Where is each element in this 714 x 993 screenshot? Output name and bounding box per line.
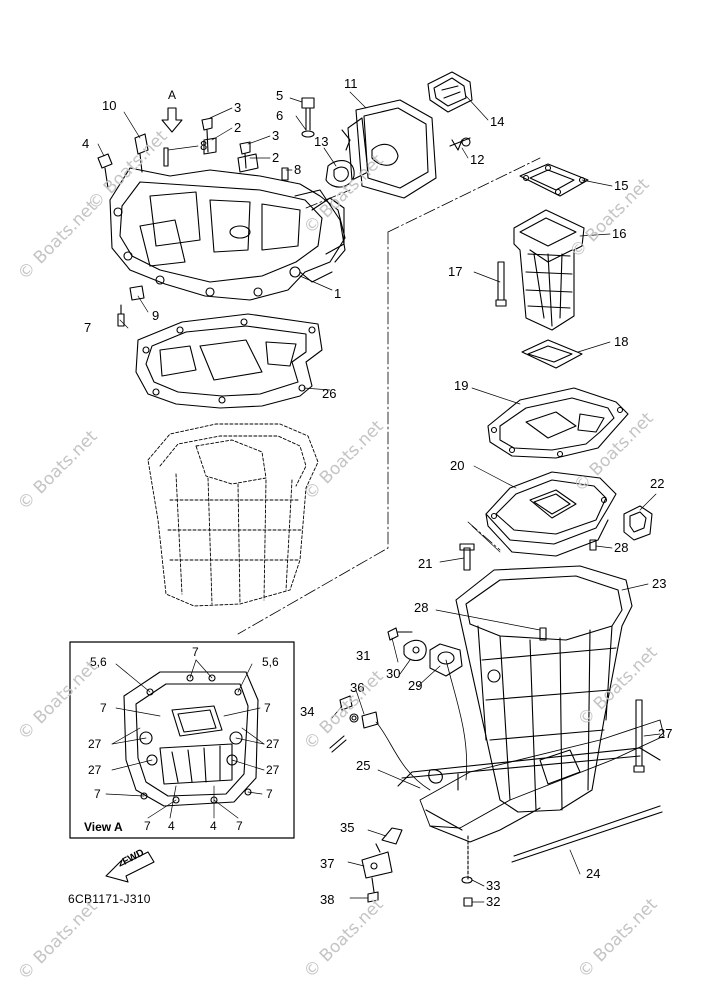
diagram-part-code: 6CB1171-J310 (68, 892, 151, 906)
view-a-callout-4-b: 4 (210, 819, 217, 833)
callout-15-gasket: 15 (614, 178, 628, 193)
callout-leaders (97, 91, 661, 903)
view-a-callout-27-b: 27 (266, 737, 280, 751)
small-parts-lower (329, 627, 473, 907)
callout-12: 12 (470, 152, 484, 167)
view-a-callout-4-a: 4 (168, 819, 175, 833)
bolt-21 (463, 547, 471, 571)
callout-8a: 8 (200, 138, 207, 153)
callout-7: 7 (84, 320, 91, 335)
callout-37: 37 (320, 856, 334, 871)
lower-casing-23 (419, 565, 665, 843)
callout-29: 29 (408, 678, 422, 693)
exhaust-cap-part (427, 71, 473, 113)
view-a-frame (69, 641, 295, 839)
pin-28 (589, 539, 597, 551)
view-a-callout-27-c: 27 (88, 763, 102, 777)
upper-casing-outline (147, 423, 319, 607)
gasket-13 (325, 160, 355, 188)
view-a-callout-7-mid-left: 7 (100, 701, 107, 715)
callout-36: 36 (350, 680, 364, 695)
view-a-callout-27-d: 27 (266, 763, 280, 777)
callout-18: 18 (614, 334, 628, 349)
callout-31: 31 (356, 648, 370, 663)
gasket-19 (487, 387, 629, 459)
callout-25: 25 (356, 758, 370, 773)
view-a-callout-56-right: 5,6 (262, 655, 279, 669)
callout-24: 24 (586, 866, 600, 881)
callout-28a: 28 (414, 600, 428, 615)
callout-3a: 3 (234, 100, 241, 115)
bolt-17 (497, 261, 505, 301)
callout-20: 20 (450, 458, 464, 473)
gasket-26 (135, 313, 323, 409)
callout-15: 16 (612, 226, 626, 241)
view-a-callout-7-b1: 7 (144, 819, 151, 833)
callout-30: 30 (386, 666, 400, 681)
strip-25 (401, 755, 641, 779)
view-a-callout-27-a: 27 (88, 737, 102, 751)
view-a-callout-56-left: 5,6 (90, 655, 107, 669)
view-a-title: View A (84, 820, 123, 834)
view-a-callout-7-bottom-left: 7 (94, 787, 101, 801)
callout-19: 19 (454, 378, 468, 393)
view-a-callout-7-b2: 7 (236, 819, 243, 833)
callout-38: 38 (320, 892, 334, 907)
callout-35: 35 (340, 820, 354, 835)
view-a-arrow (161, 107, 183, 133)
callout-22: 22 (650, 476, 664, 491)
assembly-guide-lines (237, 157, 541, 635)
callout-33: 33 (486, 878, 500, 893)
seal-strip-24 (513, 805, 661, 857)
callout-34: 34 (300, 704, 314, 719)
callout-6: 6 (276, 108, 283, 123)
callout-labels: 1 2 2 3 3 4 5 6 7 8 8 9 10 11 12 13 14 1… (82, 76, 672, 909)
exhaust-plate-part (109, 167, 346, 301)
callout-23: 23 (652, 576, 666, 591)
callout-5: 5 (276, 88, 283, 103)
callout-2a: 2 (234, 120, 241, 135)
callout-26: 26 (322, 386, 336, 401)
view-a-drawing (123, 671, 259, 807)
callout-3b: 3 (272, 128, 279, 143)
callout-27: 27 (658, 726, 672, 741)
gasket-16 (519, 163, 589, 197)
callout-8b: 8 (294, 162, 301, 177)
callout-10: 10 (102, 98, 116, 113)
callout-17: 17 (448, 264, 462, 279)
callout-14: 14 (490, 114, 504, 129)
view-a-marker: A (168, 88, 177, 102)
fastener-set-upper (97, 97, 315, 327)
grommet-22 (623, 505, 653, 541)
bolt-12 (449, 137, 471, 151)
view-a-leaders (105, 659, 265, 819)
callout-28b: 28 (614, 540, 628, 555)
callout-32: 32 (486, 894, 500, 909)
callout-4: 4 (82, 136, 89, 151)
view-a-callout-7-bottom-right: 7 (266, 787, 273, 801)
callout-13: 13 (314, 134, 328, 149)
callout-21: 21 (418, 556, 432, 571)
seal-18 (521, 339, 583, 369)
callout-1: 1 (334, 286, 341, 301)
exhaust-elbow-part (341, 99, 437, 199)
plate-20 (485, 471, 617, 557)
view-a-callout-7-top: 7 (192, 645, 199, 659)
exhaust-tube-15 (513, 209, 585, 331)
callout-2b: 2 (272, 150, 279, 165)
callout-11: 11 (344, 76, 358, 91)
fwd-arrow (105, 851, 155, 883)
view-a-labels: 5,6 5,6 7 7 7 27 27 27 27 7 7 7 4 4 7 (88, 645, 280, 833)
view-a-callout-7-mid-right: 7 (264, 701, 271, 715)
callout-9: 9 (152, 308, 159, 323)
